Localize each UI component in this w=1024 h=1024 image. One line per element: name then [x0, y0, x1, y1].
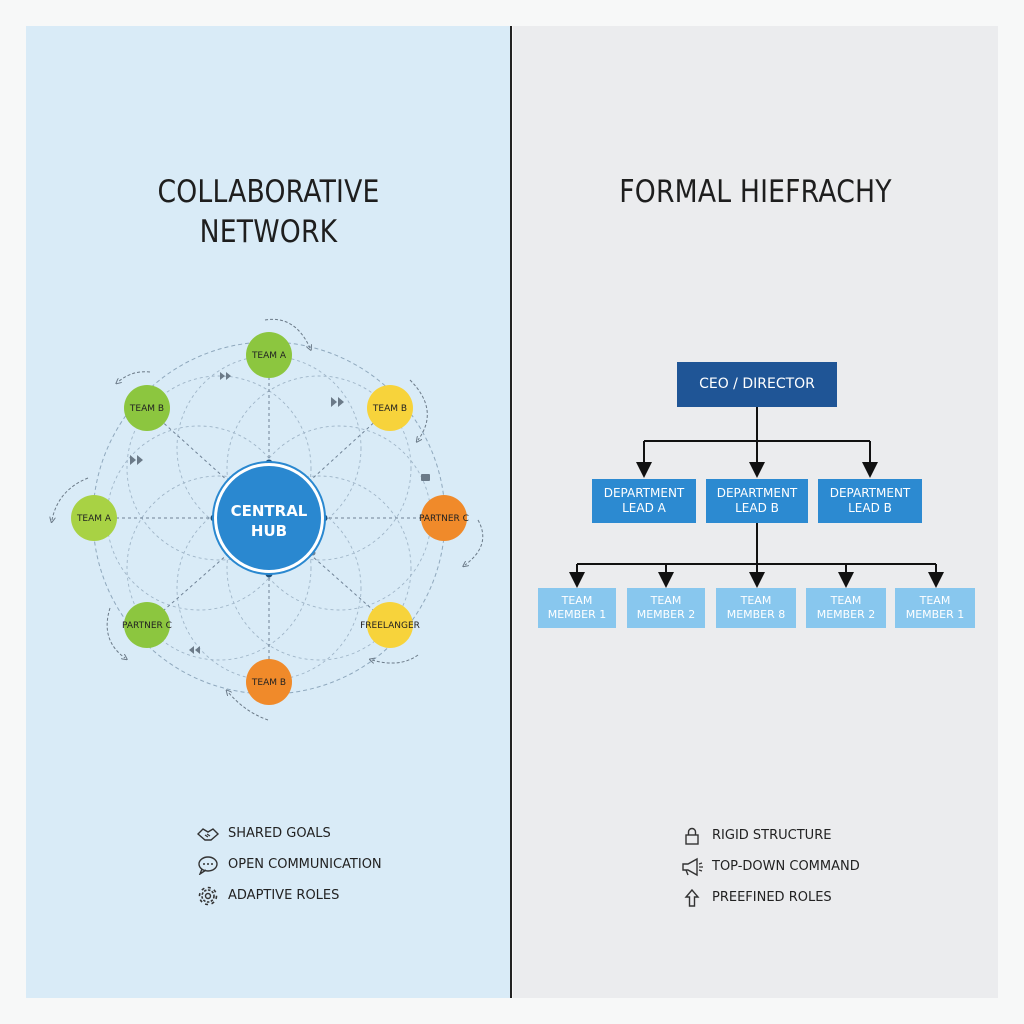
small-lock-icon: [421, 474, 430, 481]
network-title-line2: NETWORK: [199, 214, 338, 250]
petal-circle: [126, 475, 312, 661]
panel-divider: [510, 26, 512, 998]
member-box-3: TEAM MEMBER 8: [716, 588, 796, 628]
network-node: [71, 495, 117, 541]
legend-item-predefined-roles: PREEFINED ROLES: [680, 882, 860, 913]
legend-item-shared-goals: SHARED GOALS: [196, 818, 382, 849]
legend-label: RIGID STRUCTURE: [712, 828, 832, 843]
chat-bubble-icon: [196, 855, 220, 875]
double-chevron-icon: [130, 455, 143, 465]
flow-arrow: [372, 654, 419, 663]
hierarchy-legend: RIGID STRUCTURE TOP-DOWN COMMAND PREEFIN…: [680, 820, 860, 913]
flow-arrow: [52, 477, 89, 520]
flow-arrow: [118, 371, 151, 382]
legend-item-adaptive-roles: ADAPTIVE ROLES: [196, 880, 382, 911]
legend-label: PREEFINED ROLES: [712, 890, 832, 905]
petal-circle: [126, 375, 312, 561]
network-node-label: TEAM B: [372, 404, 407, 414]
hierarchy-title: FORMAL HIEFRACHY: [547, 172, 964, 212]
small-glyphs: [130, 372, 430, 654]
arrow-up-icon: [680, 888, 704, 908]
flow-arrow: [409, 379, 428, 440]
hub-label-line1: CENTRAL: [231, 502, 308, 520]
network-node: [367, 602, 413, 648]
lead-box-c: DEPARTMENT LEAD B: [818, 479, 922, 523]
network-title-line1: COLLABORATIVE: [157, 174, 380, 210]
network-node-label: TEAM A: [76, 514, 112, 524]
network-node: [421, 495, 467, 541]
legend-label: TOP-DOWN COMMAND: [712, 859, 860, 874]
flow-arrow: [228, 692, 269, 721]
member-box-5: TEAM MEMBER 1: [895, 588, 975, 628]
network-node-label: TEAM A: [251, 351, 287, 361]
double-chevron-icon: [189, 646, 200, 654]
flow-arrow: [264, 318, 310, 348]
legend-label: ADAPTIVE ROLES: [228, 888, 340, 903]
network-node-label: PARTNER C: [122, 621, 172, 631]
member-box-4: TEAM MEMBER 2: [806, 588, 886, 628]
lock-icon: [680, 826, 704, 846]
legend-item-top-down-command: TOP-DOWN COMMAND: [680, 851, 860, 882]
network-title: COLLABORATIVE NETWORK: [60, 172, 477, 252]
double-chevron-icon: [220, 372, 231, 380]
network-node-label: TEAM B: [129, 404, 164, 414]
network-node: [367, 385, 413, 431]
hub-label-line2: HUB: [251, 522, 287, 540]
hierarchy-lines: [569, 407, 944, 588]
double-chevron-icon: [331, 397, 344, 407]
flow-arrows: [52, 318, 484, 721]
member-box-2: TEAM MEMBER 2: [627, 588, 705, 628]
legend-label: OPEN COMMUNICATION: [228, 857, 382, 872]
legend-label: SHARED GOALS: [228, 826, 331, 841]
member-box-1: TEAM MEMBER 1: [538, 588, 616, 628]
legend-item-open-communication: OPEN COMMUNICATION: [196, 849, 382, 880]
megaphone-icon: [680, 857, 704, 877]
lead-box-a: DEPARTMENT LEAD A: [592, 479, 696, 523]
network-node: [124, 602, 170, 648]
lead-box-b: DEPARTMENT LEAD B: [706, 479, 808, 523]
petal-circle: [226, 375, 412, 561]
handshake-icon: [196, 824, 220, 844]
central-hub: [217, 466, 321, 570]
network-node-label: FREELANGER: [360, 621, 420, 631]
network-node-label: TEAM B: [251, 678, 286, 688]
network-node: [246, 659, 292, 705]
ceo-box: CEO / DIRECTOR: [677, 362, 837, 407]
hierarchy-title-text: FORMAL HIEFRACHY: [619, 174, 892, 210]
network-node: [124, 385, 170, 431]
network-legend: SHARED GOALS OPEN COMMUNICATION ADAPTIVE…: [196, 818, 382, 911]
network-nodes: TEAM A TEAM B PARTNER C FREELANGER TEAM B PAR…: [71, 332, 469, 705]
network-node: [246, 332, 292, 378]
network-node-label: PARTNER C: [419, 514, 469, 524]
gear-icon: [196, 886, 220, 906]
petal-circle: [226, 475, 412, 661]
flow-arrow: [465, 519, 484, 565]
flow-arrow: [106, 607, 125, 658]
legend-item-rigid-structure: RIGID STRUCTURE: [680, 820, 860, 851]
